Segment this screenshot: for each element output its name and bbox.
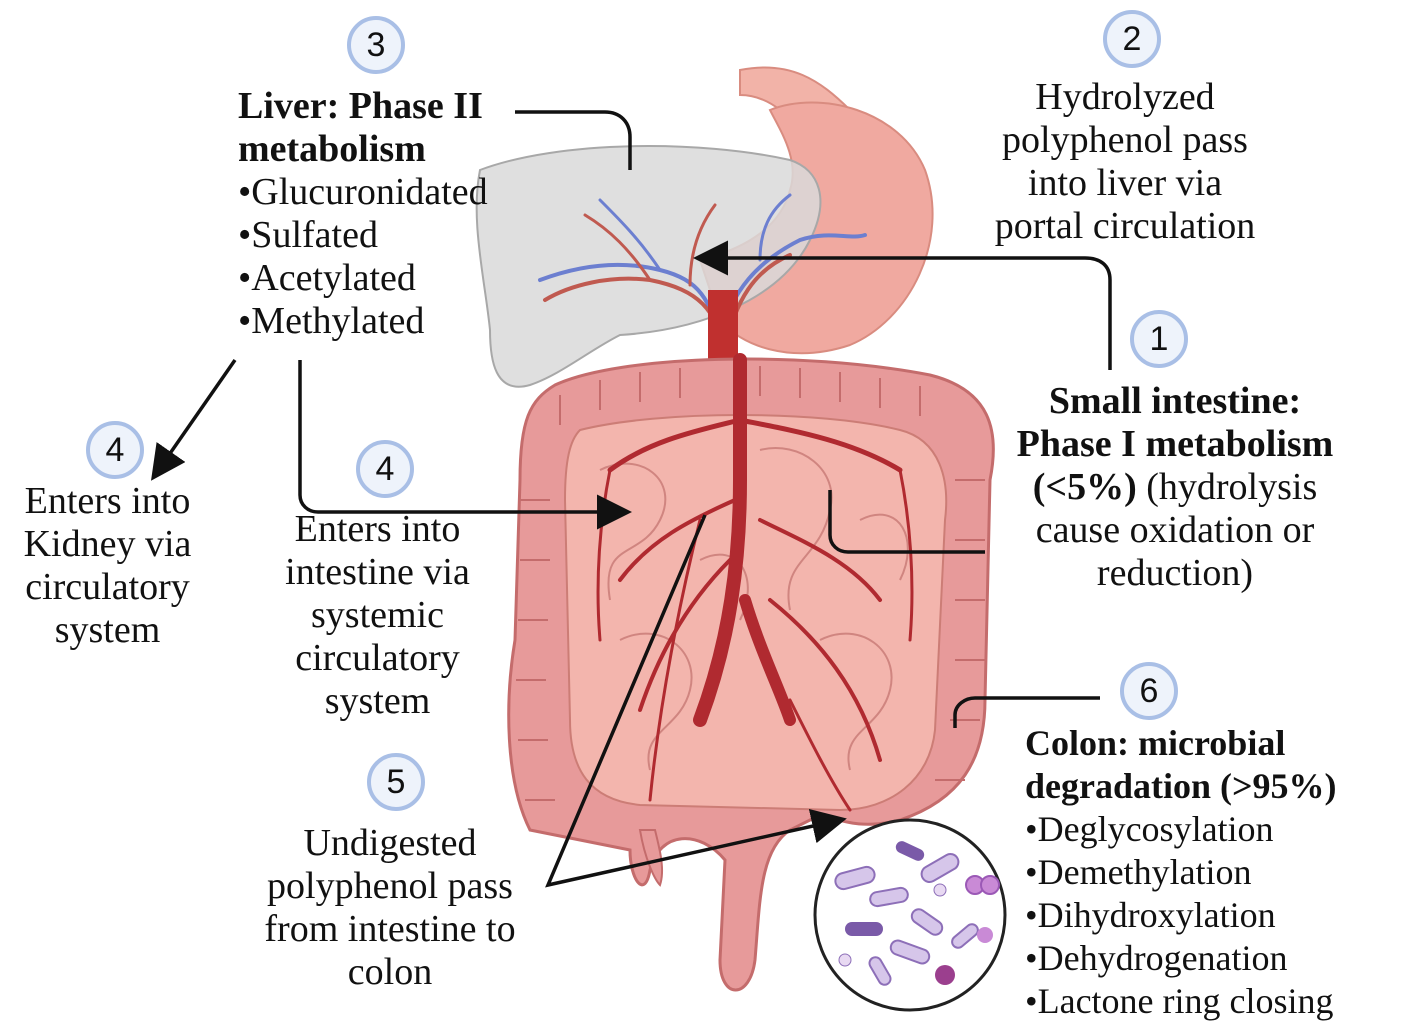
step-1-text: Small intestine: Phase I metabolism (<5%… [990, 380, 1360, 595]
arrow-to-intestine [298, 360, 632, 530]
text-line: from intestine to [264, 908, 516, 950]
portal-vein [708, 290, 738, 360]
text-line: cause oxidation or [1035, 509, 1315, 551]
list-item: •Dehydrogenation [1025, 938, 1288, 978]
step-1-title: Phase I metabolism [1016, 423, 1334, 465]
mesenteric-vessels [596, 353, 914, 812]
step-badge-3: 3 [347, 16, 405, 74]
step-4-kidney-text: Enters into Kidney via circulatory syste… [0, 480, 215, 652]
text-line: portal circulation [994, 205, 1256, 247]
step-6-title: Colon: microbial [1025, 723, 1286, 763]
list-item: •Dihydroxylation [1025, 895, 1276, 935]
step-1-percent: (<5%) [1032, 466, 1137, 508]
small-intestine [563, 414, 948, 812]
arrow-step-1-to-liver [693, 240, 1112, 370]
step-badge-2: 2 [1103, 10, 1161, 68]
text-line: polyphenol pass [267, 865, 513, 907]
text-line: Enters into [24, 480, 191, 522]
arrow-intestine-to-colon [545, 514, 847, 888]
connector-small-intestine [828, 490, 985, 554]
step-6-text: Colon: microbial degradation (>95%) •Deg… [1025, 722, 1415, 1023]
text-line: system [324, 680, 431, 722]
text-line: (<5%) (hydrolysis [990, 466, 1360, 509]
step-badge-4-intestine: 4 [356, 440, 414, 498]
list-item: •Lactone ring closing [1025, 981, 1334, 1021]
step-badge-6: 6 [1120, 662, 1178, 720]
list-item: •Acetylated [238, 257, 416, 299]
step-2-text: Hydrolyzed polyphenol pass into liver vi… [950, 76, 1300, 248]
step-3-title: metabolism [238, 128, 426, 170]
text-line: intestine via [285, 551, 470, 593]
text-line: circulatory [25, 566, 190, 608]
step-3-text: Liver: Phase II metabolism •Glucuronidat… [238, 85, 568, 343]
text-line: Undigested [303, 822, 477, 864]
colon-haustra [516, 366, 985, 801]
list-item: •Deglycosylation [1025, 809, 1274, 849]
text-line: system [54, 609, 161, 651]
step-3-title: Liver: Phase II [238, 85, 483, 127]
text-line: into liver via [1027, 162, 1223, 204]
appendix [638, 829, 664, 887]
list-item: •Demethylation [1025, 852, 1252, 892]
step-badge-5: 5 [367, 753, 425, 811]
microbe-circle [813, 818, 1007, 1012]
step-1-title: Small intestine: [1048, 380, 1302, 422]
step-badge-1: 1 [1130, 310, 1188, 368]
connector-colon [953, 696, 1100, 728]
text-line: Hydrolyzed [1035, 76, 1215, 118]
text-line: colon [347, 951, 433, 993]
list-item: •Sulfated [238, 214, 378, 256]
text-line: Enters into [294, 508, 461, 550]
text-line: reduction) [1096, 552, 1254, 594]
list-item: •Methylated [238, 300, 425, 342]
text-line: Kidney via [23, 523, 192, 565]
arrow-to-kidney [151, 359, 237, 481]
list-item: •Glucuronidated [238, 171, 488, 213]
step-6-title: degradation (>95%) [1025, 766, 1337, 806]
step-1-rest: (hydrolysis [1136, 466, 1318, 508]
text-line: polyphenol pass [1002, 119, 1248, 161]
step-5-text: Undigested polyphenol pass from intestin… [225, 822, 555, 994]
text-line: systemic [311, 594, 444, 636]
connector-liver-label [515, 110, 632, 170]
step-badge-4-kidney: 4 [86, 421, 144, 479]
text-line: circulatory [295, 637, 460, 679]
step-4-intestine-text: Enters into intestine via systemic circu… [250, 508, 505, 723]
